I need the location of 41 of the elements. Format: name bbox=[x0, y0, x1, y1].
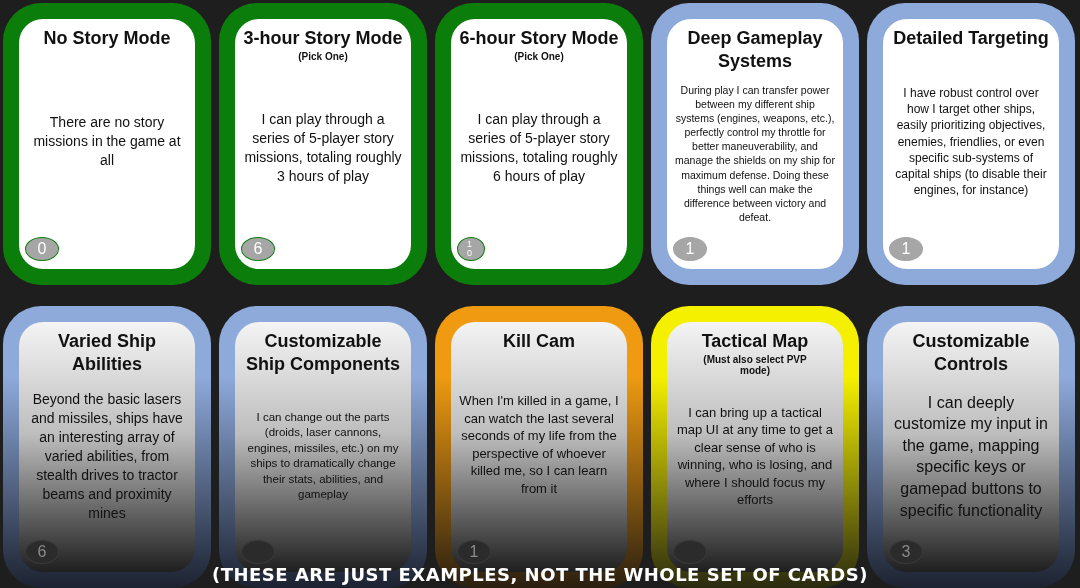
cost-badge: 0 bbox=[25, 237, 59, 261]
card-title: Varied Ship Abilities bbox=[56, 330, 157, 377]
card-title: 6-hour Story Mode bbox=[459, 27, 619, 50]
card-description: I can play through a series of 5-player story missions, totaling roughly 3 hours of play bbox=[243, 109, 403, 186]
cost-badge: 6 bbox=[241, 237, 275, 261]
card-description: I can deeply customize my input in the game, mapping specific keys or gamepad buttons to specific functionality bbox=[893, 392, 1049, 521]
cost-badge: 1 bbox=[457, 540, 491, 564]
cost-badge: 10 bbox=[457, 237, 485, 261]
caption: (THESE ARE JUST EXAMPLES, NOT THE WHOLE SET OF CARDS) bbox=[212, 564, 868, 585]
card-description: There are no story missions in the game at all bbox=[32, 113, 182, 171]
card-title: Customizable Controls bbox=[911, 330, 1031, 377]
card-title: No Story Mode bbox=[43, 27, 171, 50]
card-description: I can change out the parts (droids, laser cannons, engines, missiles, etc.) on my ships to dramatically change their stats, abilities, and gameplay bbox=[246, 409, 400, 503]
card bbox=[435, 3, 643, 285]
card bbox=[867, 3, 1075, 285]
card-title: Kill Cam bbox=[503, 330, 575, 353]
cost-badge: 6 bbox=[25, 540, 59, 564]
cost-circle bbox=[241, 540, 275, 564]
card-title: Deep Gameplay Systems bbox=[686, 27, 824, 74]
card bbox=[651, 3, 859, 285]
card-description: Beyond the basic lasers and missiles, ships have an interesting array of varied abilities, from stealth drives to tractor beams and proximity mines bbox=[30, 390, 184, 523]
cost-circle bbox=[673, 540, 707, 564]
card-description: When I'm killed in a game, I can watch the last several seconds of my life from the perspective of whoever killed me, so I can learn from it bbox=[459, 392, 619, 498]
card bbox=[3, 3, 211, 285]
card-title: 3-hour Story Mode bbox=[243, 27, 403, 50]
card-title: Customizable Ship Components bbox=[245, 330, 401, 377]
card-description: I can play through a series of 5-player story missions, totaling roughly 6 hours of play bbox=[459, 109, 619, 186]
card-subtitle: (Pick One) bbox=[298, 51, 348, 63]
card-title: Tactical Map bbox=[701, 330, 809, 353]
card bbox=[3, 306, 211, 588]
card-subtitle: (Must also select PVP mode) bbox=[702, 354, 808, 377]
cost-badge: 1 bbox=[889, 237, 923, 261]
cost-badge: 3 bbox=[889, 540, 923, 564]
card-title: Detailed Targeting bbox=[893, 27, 1049, 50]
card-description: I have robust control over how I target other ships, easily prioritizing objectives, enemies, friendlies, or even specific sub-systems of capital ships (to disable their engines, for instance) bbox=[894, 85, 1048, 199]
card-description: During play I can transfer power between my different ship systems (engines, weapons, etc.), perfectly control my throttle for better maneuverability, and manage the shields on my ship for maximum defense. Doing these things well can make the difference between victory and defeat. bbox=[675, 82, 835, 225]
card bbox=[219, 3, 427, 285]
card-subtitle: (Pick One) bbox=[514, 51, 564, 63]
card bbox=[867, 306, 1075, 588]
cost-badge: 1 bbox=[673, 237, 707, 261]
card-description: I can bring up a tactical map UI at any time to get a clear sense of who is winning, who is losing, and where I should focus my efforts bbox=[675, 403, 835, 509]
